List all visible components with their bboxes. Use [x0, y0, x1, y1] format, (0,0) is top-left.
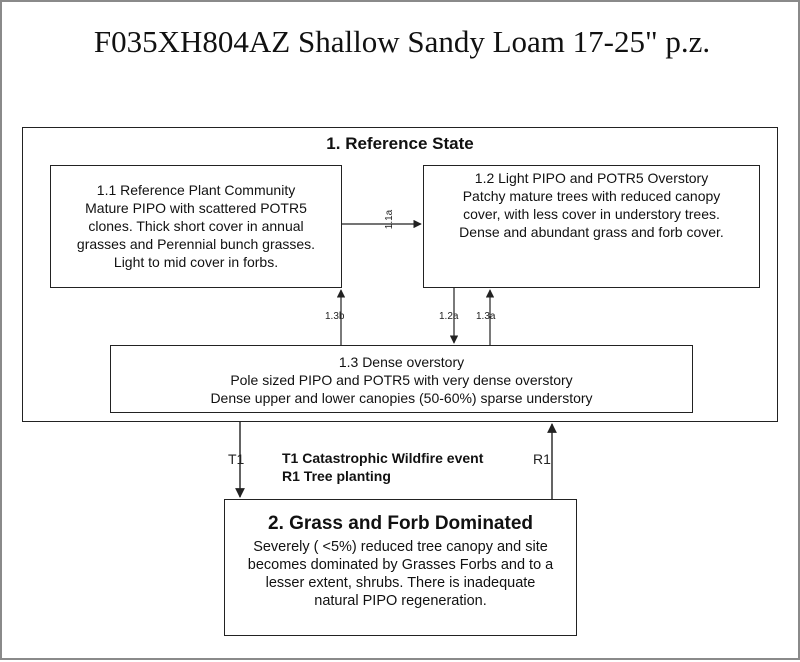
state-2-line: lesser extent, shrubs. There is inadequa…	[265, 575, 536, 591]
state-2-title: 2. Grass and Forb Dominated	[268, 513, 533, 534]
community-1-1-line: grasses and Perennial bunch grasses.	[76, 236, 316, 252]
label-r1: R1	[533, 451, 551, 467]
state-2-box: 2. Grass and Forb Dominated Severely ( <…	[224, 499, 577, 636]
transition-legend: T1 Catastrophic Wildfire event R1 Tree p…	[282, 449, 483, 485]
state-2-line: Severely ( <5%) reduced tree canopy and …	[253, 539, 548, 555]
label-1-2a: 1.2a	[439, 311, 459, 322]
community-1-1-line: Light to mid cover in forbs.	[113, 254, 279, 270]
community-1-2-line: Patchy mature trees with reduced canopy	[462, 188, 721, 204]
community-1-3-line: Pole sized PIPO and POTR5 with very dens…	[230, 372, 573, 388]
community-1-3-box: 1.3 Dense overstory Pole sized PIPO and …	[110, 345, 693, 413]
community-1-2-box: 1.2 Light PIPO and POTR5 Overstory Patch…	[423, 165, 760, 288]
state-2-line: natural PIPO regeneration.	[314, 593, 487, 609]
community-1-3-line: 1.3 Dense overstory	[338, 354, 465, 370]
legend-t1: T1 Catastrophic Wildfire event	[282, 450, 484, 466]
community-1-2-line: Dense and abundant grass and forb cover.	[459, 224, 724, 240]
community-1-1-box: 1.1 Reference Plant Community Mature PIP…	[50, 165, 342, 288]
community-1-2-line: cover, with less cover in understory tre…	[463, 206, 720, 222]
community-1-1-line: clones. Thick short cover in annual	[88, 218, 304, 234]
label-1-3b: 1.3b	[325, 311, 345, 322]
community-1-1-line: 1.1 Reference Plant Community	[96, 182, 296, 198]
label-1-3a: 1.3a	[476, 311, 496, 322]
label-t1: T1	[228, 451, 245, 467]
state-2-line: becomes dominated by Grasses Forbs and t…	[247, 557, 554, 573]
community-1-3-line: Dense upper and lower canopies (50-60%) …	[210, 390, 593, 406]
legend-r1: R1 Tree planting	[282, 468, 391, 484]
reference-state-title: 1. Reference State	[326, 134, 474, 153]
community-1-2-line: 1.2 Light PIPO and POTR5 Overstory	[474, 170, 709, 186]
community-1-1-line: Mature PIPO with scattered POTR5	[85, 200, 307, 216]
page-title: F035XH804AZ Shallow Sandy Loam 17-25" p.…	[93, 24, 711, 59]
label-1-1a: 1.1a	[384, 209, 396, 230]
